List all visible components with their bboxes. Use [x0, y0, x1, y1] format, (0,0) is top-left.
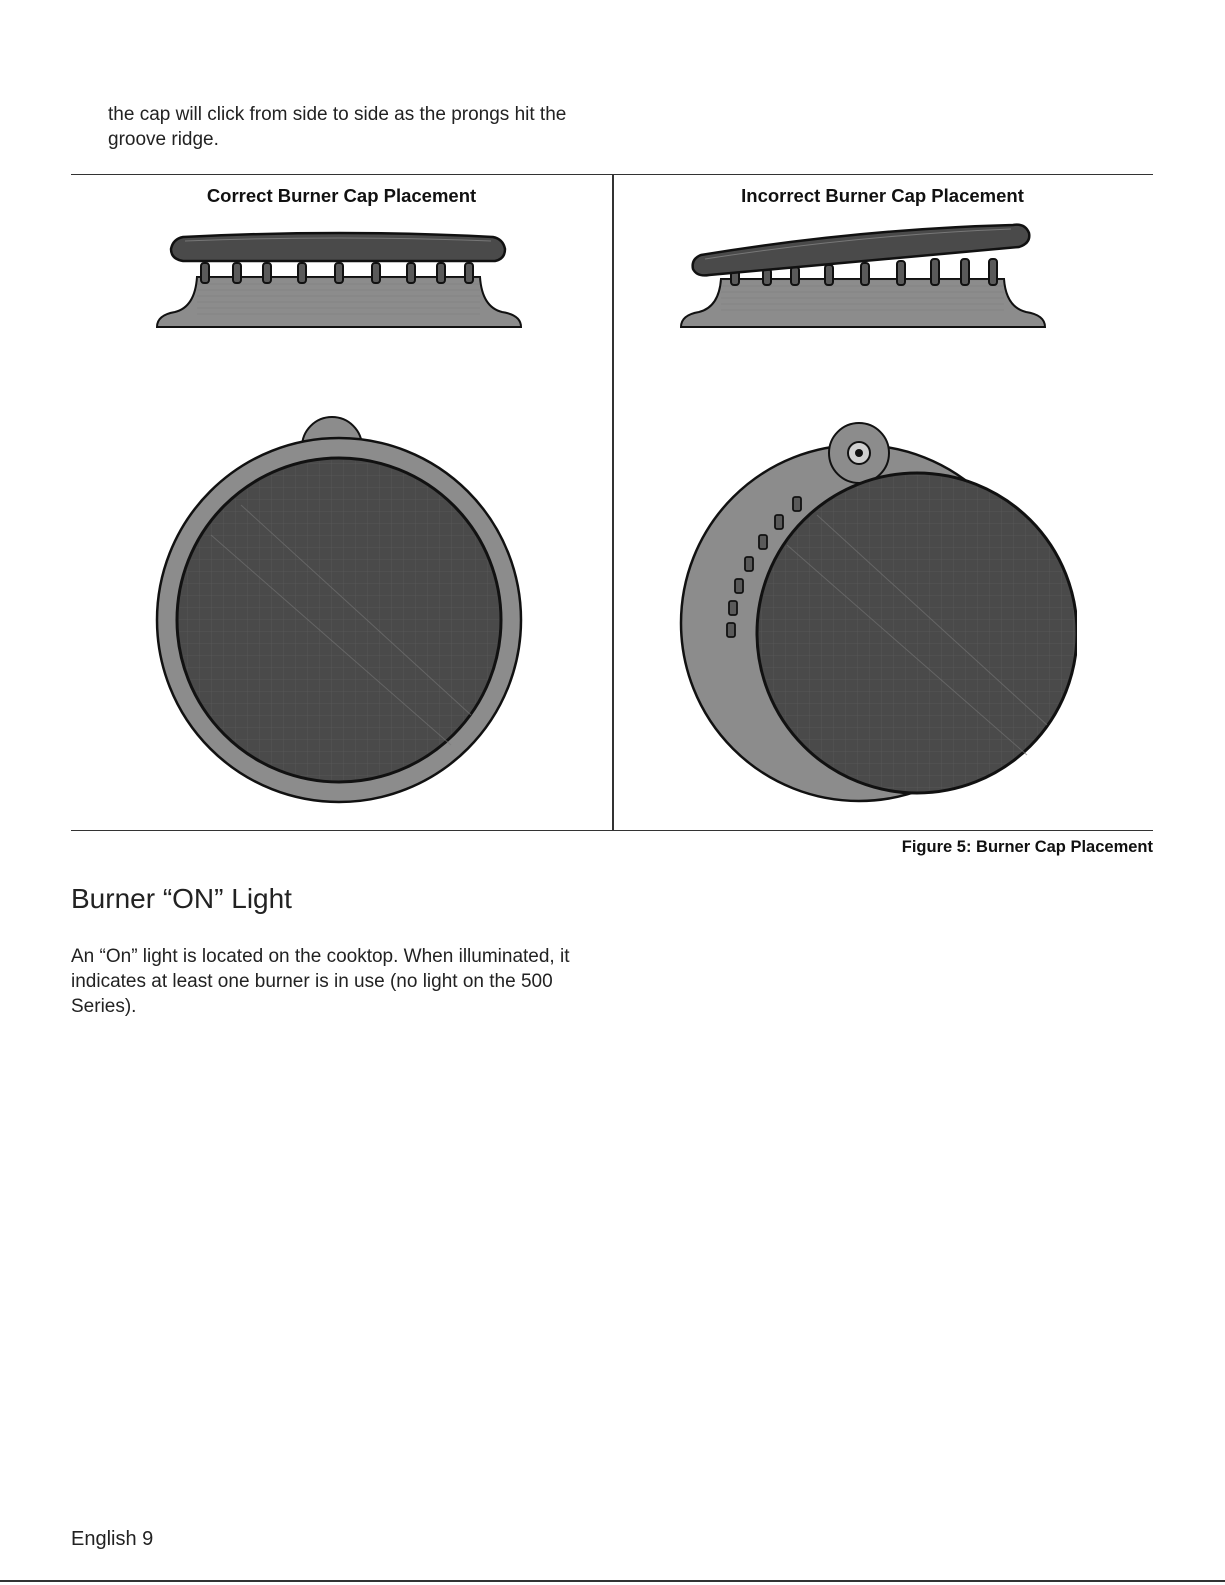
correct-placement-title: Correct Burner Cap Placement [206, 185, 477, 206]
on-light-paragraph: An “On” light is located on the cooktop.… [71, 946, 570, 1017]
incorrect-placement-title: Incorrect Burner Cap Placement [741, 185, 1024, 206]
incorrect-cap-top-view [679, 422, 1077, 803]
burner-cap-figure: Correct Burner Cap Placement Incorrect B… [71, 174, 1153, 831]
figure-column-divider [612, 175, 614, 830]
page-bottom-rule [0, 1580, 1225, 1582]
intro-paragraph: the cap will click from side to side as … [108, 104, 567, 150]
section-heading: Burner “ON” Light [71, 883, 292, 914]
page-number: English 9 [71, 1528, 154, 1550]
incorrect-cap-side-view [679, 223, 1047, 328]
correct-cap-side-view [155, 231, 523, 328]
figure-caption: Figure 5: Burner Cap Placement [901, 838, 1153, 856]
correct-cap-top-view [155, 416, 523, 804]
